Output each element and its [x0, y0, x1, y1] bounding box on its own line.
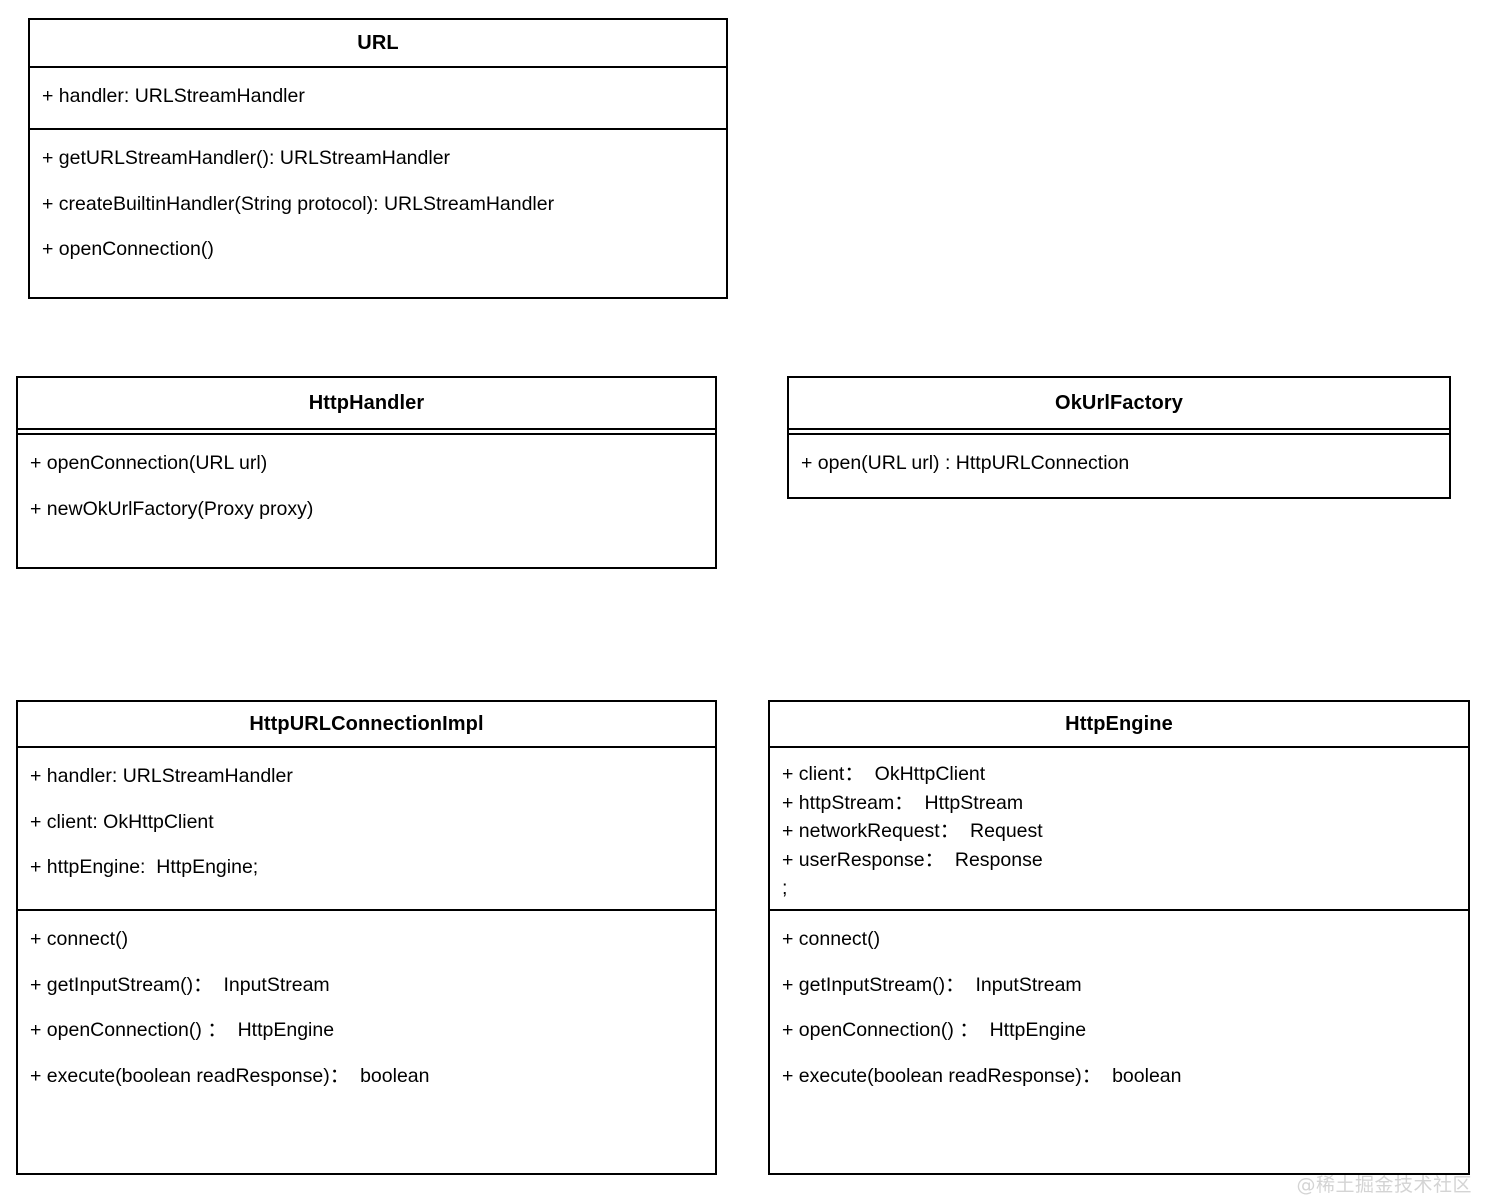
class-methods-url: + getURLStreamHandler(): URLStreamHandle…	[30, 130, 726, 297]
class-title-httpurlconnectionimpl: HttpURLConnectionImpl	[18, 702, 715, 748]
class-method: + newOkUrlFactory(Proxy proxy)	[30, 497, 314, 520]
class-method: + openConnection() ： HttpEngine	[30, 1019, 335, 1041]
class-methods-httpurlconnectionimpl: + connect() + getInputStream()： InputStr…	[18, 911, 715, 1173]
class-method: + connect()	[782, 928, 881, 950]
class-method: + openConnection()	[42, 238, 214, 260]
class-method: + createBuiltinHandler(String protocol):…	[42, 192, 555, 215]
class-method: + open(URL url) : HttpURLConnection	[801, 452, 1130, 474]
class-attributes-url: + handler: URLStreamHandler	[30, 68, 726, 130]
class-method: + getURLStreamHandler(): URLStreamHandle…	[42, 147, 451, 169]
class-method: + getInputStream()： InputStream	[782, 973, 1082, 996]
class-methods-okurlfactory: + open(URL url) : HttpURLConnection	[789, 435, 1449, 497]
class-attribute: + httpStream： HttpStream	[782, 791, 1024, 814]
class-methods-httpengine: + connect() + getInputStream()： InputStr…	[770, 911, 1468, 1173]
class-method: + getInputStream()： InputStream	[30, 973, 330, 996]
class-attributes-httphandler	[18, 430, 715, 435]
class-attribute: + client: OkHttpClient	[30, 810, 214, 833]
class-attributes-httpengine: + client： OkHttpClient + httpStream： Htt…	[770, 748, 1468, 911]
class-attribute: + handler: URLStreamHandler	[30, 765, 293, 787]
class-method: + openConnection(URL url)	[30, 452, 268, 474]
class-method: + connect()	[30, 928, 129, 950]
class-attributes-okurlfactory	[789, 430, 1449, 435]
class-box-httphandler[interactable]: HttpHandler + openConnection(URL url) + …	[16, 376, 717, 569]
watermark-text: @稀土掘金技术社区	[1296, 1174, 1472, 1196]
class-title-httpengine: HttpEngine	[770, 702, 1468, 748]
class-title-httphandler: HttpHandler	[18, 378, 715, 430]
class-attribute: + client： OkHttpClient	[782, 763, 986, 785]
class-title-okurlfactory: OkUrlFactory	[789, 378, 1449, 430]
class-attribute: + networkRequest： Request	[782, 820, 1043, 842]
class-method: + execute(boolean readResponse)： boolean	[30, 1064, 430, 1087]
class-methods-httphandler: + openConnection(URL url) + newOkUrlFact…	[18, 435, 715, 567]
class-method: + execute(boolean readResponse)： boolean	[782, 1064, 1182, 1087]
class-box-url[interactable]: URL + handler: URLStreamHandler + getURL…	[28, 18, 728, 299]
class-title-url: URL	[30, 20, 726, 68]
class-method: + openConnection() ： HttpEngine	[782, 1019, 1087, 1041]
class-attribute: + httpEngine: HttpEngine;	[30, 856, 259, 878]
class-attribute: + userResponse： Response	[782, 848, 1043, 871]
class-attributes-httpurlconnectionimpl: + handler: URLStreamHandler + client: Ok…	[18, 748, 715, 911]
class-attribute: + handler: URLStreamHandler	[42, 85, 305, 107]
class-box-httpurlconnectionimpl[interactable]: HttpURLConnectionImpl + handler: URLStre…	[16, 700, 717, 1175]
class-box-httpengine[interactable]: HttpEngine + client： OkHttpClient + http…	[768, 700, 1470, 1175]
class-attribute: ;	[782, 877, 788, 899]
class-box-okurlfactory[interactable]: OkUrlFactory + open(URL url) : HttpURLCo…	[787, 376, 1451, 499]
